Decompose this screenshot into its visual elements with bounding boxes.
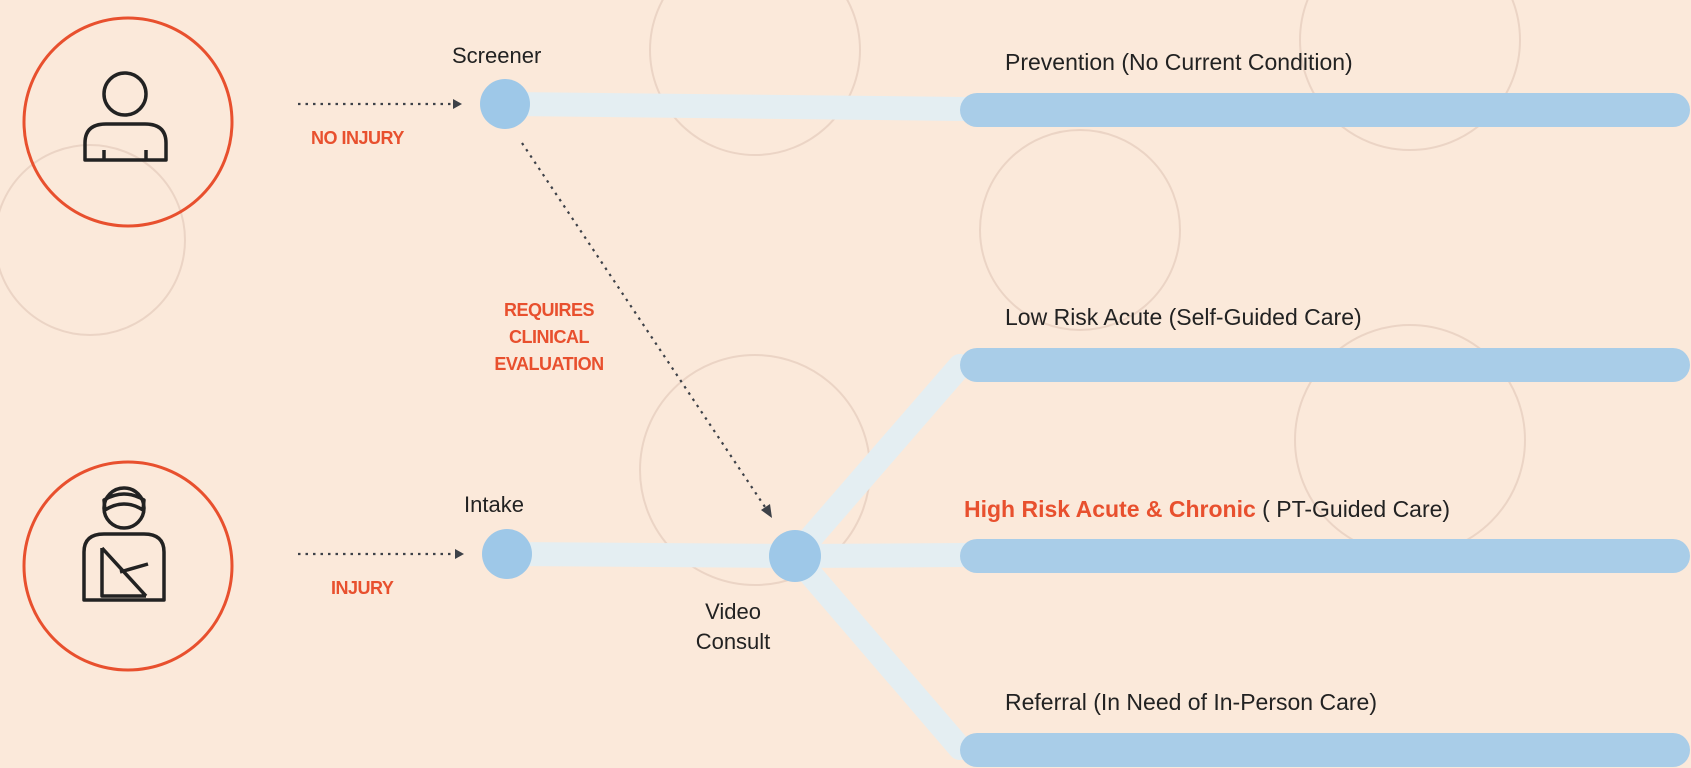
ghost-circle (649, 0, 861, 156)
screener-node (480, 79, 530, 129)
video-consult-label: Video Consult (688, 597, 778, 657)
high-risk-care-type: ( PT-Guided Care) (1255, 496, 1451, 522)
consult-to-referral-connector (783, 544, 972, 760)
ghost-circle (1299, 0, 1521, 151)
referral-outcome-label: Referral (In Need of In-Person Care) (1005, 689, 1377, 715)
consult-to-high-risk-connector (783, 543, 977, 568)
high-risk-highlight: High Risk Acute & Chronic (964, 496, 1256, 522)
intake-node (482, 529, 532, 579)
ghost-circle (0, 144, 186, 336)
condition-line: REQUIRES (503, 300, 595, 320)
no-injury-label: NO INJURY (311, 128, 404, 148)
intake-to-consult-connector (498, 542, 807, 568)
high-risk-outcome-label: High Risk Acute & Chronic ( PT-Guided Ca… (964, 496, 1450, 523)
screener-label: Screener (452, 43, 542, 68)
condition-line: EVALUATION (494, 354, 604, 374)
arrowhead-icon (761, 504, 772, 518)
video-consult-line: Consult (695, 629, 771, 654)
injury-person-circle (22, 460, 234, 672)
prevention-outcome-label: Prevention (No Current Condition) (1005, 49, 1353, 75)
consult-to-low-risk-connector (783, 354, 972, 568)
requires-clinical-evaluation-label: REQUIRES CLINICAL EVALUATION (474, 297, 624, 378)
arrowhead-icon (453, 99, 462, 109)
video-consult-node (769, 530, 821, 582)
arrowhead-icon (455, 549, 464, 559)
user-icon (83, 71, 168, 162)
condition-line: CLINICAL (509, 327, 590, 347)
video-consult-line: Video (705, 599, 761, 624)
low-risk-outcome-label: Low Risk Acute (Self-Guided Care) (1005, 304, 1362, 330)
injured-user-icon (82, 486, 166, 602)
intake-label: Intake (464, 492, 524, 517)
no-injury-person-circle (22, 16, 234, 228)
injury-label: INJURY (331, 578, 394, 598)
ghost-circle (979, 129, 1181, 331)
clinical-evaluation-arrow-line (521, 142, 768, 511)
screener-to-prevention-connector (498, 92, 977, 121)
